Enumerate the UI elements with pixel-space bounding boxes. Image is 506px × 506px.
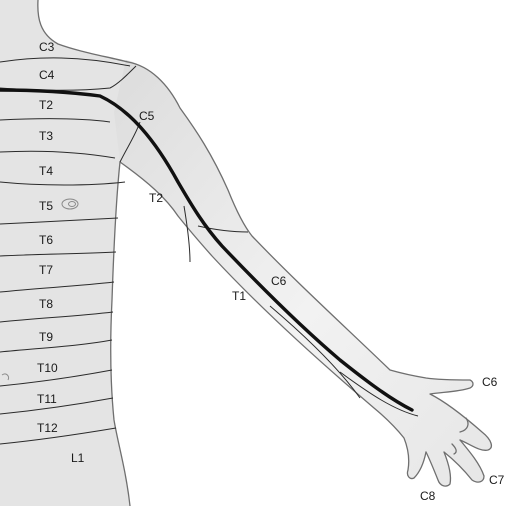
- label-t2-arm: T2: [149, 191, 163, 205]
- label-t6: T6: [39, 233, 53, 247]
- label-t12: T12: [37, 421, 58, 435]
- label-t5: T5: [39, 199, 53, 213]
- nipple-mark: [61, 198, 79, 210]
- label-t4: T4: [39, 164, 53, 178]
- label-t8: T8: [39, 297, 53, 311]
- arm-dermatome-boundaries: [119, 121, 419, 417]
- label-c8: C8: [420, 489, 436, 503]
- label-t10: T10: [37, 361, 58, 375]
- neck-outline: [37, 0, 129, 63]
- label-c5: C5: [139, 109, 155, 123]
- label-c6-thumb: C6: [482, 375, 498, 389]
- label-t2-chest: T2: [39, 98, 53, 112]
- finger-outlines: [425, 417, 485, 487]
- navel-mark: [1, 373, 9, 381]
- label-c7: C7: [489, 473, 505, 487]
- label-t3: T3: [39, 129, 53, 143]
- label-t1: T1: [232, 289, 246, 303]
- label-c4: C4: [39, 68, 55, 82]
- label-t11: T11: [37, 392, 57, 406]
- arm-lower-outline: [119, 161, 427, 480]
- arm-upper-outline: [127, 61, 493, 451]
- torso-side-outline: [110, 161, 131, 506]
- label-t7: T7: [39, 263, 53, 277]
- label-c6-forearm: C6: [271, 274, 287, 288]
- highlight-boundary-line: [0, 88, 414, 412]
- label-c3: C3: [39, 40, 55, 54]
- label-l1: L1: [71, 451, 85, 465]
- label-t9: T9: [39, 330, 53, 344]
- arm-silhouette: [114, 60, 492, 487]
- torso-dermatome-boundaries: [0, 57, 137, 445]
